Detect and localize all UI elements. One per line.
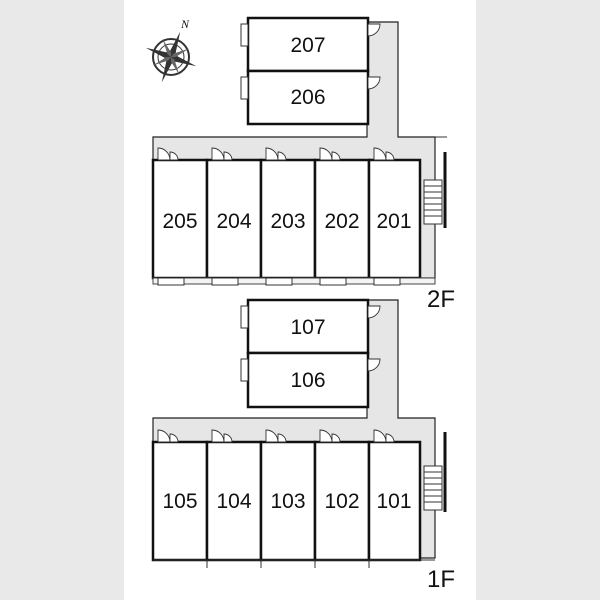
- unit-205: [151, 158, 209, 280]
- unit-label-102: 102: [324, 490, 359, 513]
- unit-105: [151, 440, 209, 562]
- unit-106: [246, 351, 370, 409]
- unit-104: [205, 440, 263, 562]
- unit-label-206: 206: [290, 86, 325, 109]
- floor-2f: 207 206 205 204 203 202 201 2F: [151, 16, 455, 313]
- unit-label-103: 103: [270, 490, 305, 513]
- unit-201: [367, 158, 422, 280]
- unit-label-202: 202: [324, 210, 359, 233]
- unit-label-101: 101: [376, 490, 411, 513]
- unit-label-203: 203: [270, 210, 305, 233]
- stairs-2f: [423, 179, 443, 225]
- unit-label-107: 107: [290, 316, 325, 339]
- unit-202: [313, 158, 371, 280]
- compass-rose-icon: [145, 31, 197, 83]
- unit-label-104: 104: [216, 490, 251, 513]
- right-margin: [476, 0, 600, 600]
- unit-label-106: 106: [290, 369, 325, 392]
- unit-204: [205, 158, 263, 280]
- unit-102: [313, 440, 371, 562]
- unit-label-105: 105: [162, 490, 197, 513]
- unit-label-204: 204: [216, 210, 251, 233]
- unit-label-205: 205: [162, 210, 197, 233]
- floor-1f: 107 106 105 104 103 102 101 1F: [151, 298, 455, 593]
- unit-label-201: 201: [376, 210, 411, 233]
- unit-107: [246, 298, 370, 355]
- floor-label-2f: 2F: [427, 286, 455, 313]
- compass-north-label: N: [180, 17, 190, 31]
- stairs-1f: [423, 465, 443, 511]
- left-margin: [0, 0, 124, 600]
- floor-label-1f: 1F: [427, 566, 455, 593]
- unit-label-207: 207: [290, 34, 325, 57]
